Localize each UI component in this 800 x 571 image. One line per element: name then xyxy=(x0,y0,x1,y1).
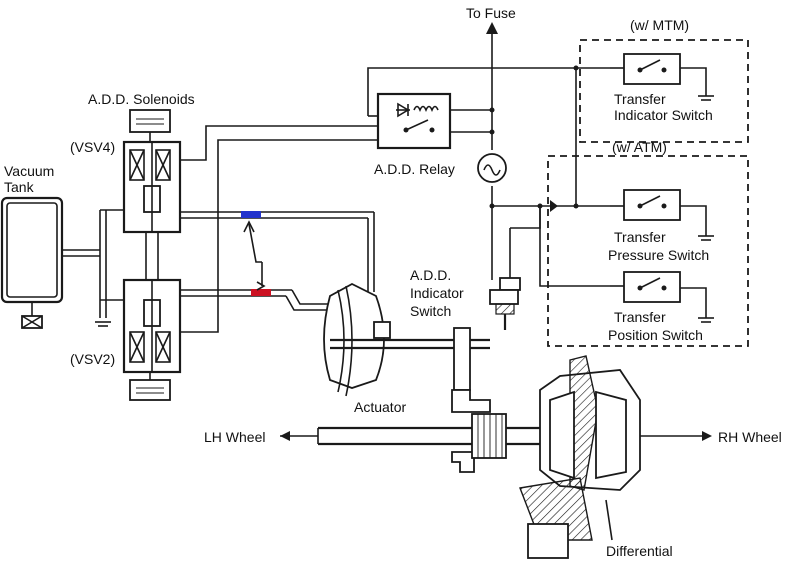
indicator-switch-label-3: Switch xyxy=(410,303,451,319)
actuator-label: Actuator xyxy=(354,399,406,415)
vacuum-tank-label-2: Tank xyxy=(4,179,35,195)
junction-dot xyxy=(489,107,495,113)
junction-dot xyxy=(489,129,495,135)
transfer-pressure-label-2: Pressure Switch xyxy=(608,247,709,263)
atm-enclosure xyxy=(547,155,749,347)
vsv4-label: (VSV4) xyxy=(70,139,115,155)
rh-wheel-label: RH Wheel xyxy=(718,429,782,445)
vacuum-hose-vsv4 xyxy=(180,211,375,292)
junction-dot xyxy=(537,203,543,209)
transfer-position-label-1: Transfer xyxy=(614,309,666,325)
diode-icon xyxy=(550,200,558,212)
indicator-switch-label-1: A.D.D. xyxy=(410,267,451,283)
shift-fork xyxy=(451,327,491,473)
to-fuse-label: To Fuse xyxy=(466,5,516,21)
lh-wheel-arrow xyxy=(280,431,318,441)
differential xyxy=(519,355,641,559)
rh-wheel-arrow xyxy=(640,431,712,441)
vsv4-port-marker xyxy=(241,211,261,218)
differential-label: Differential xyxy=(606,543,673,559)
lh-wheel-label: LH Wheel xyxy=(204,429,265,445)
switch-icon xyxy=(639,277,661,289)
vacuum-tank xyxy=(0,196,64,329)
transfer-indicator-label-2: Indicator Switch xyxy=(614,107,713,123)
junction-dot xyxy=(489,203,495,209)
mtm-enclosure xyxy=(579,39,749,143)
indicator-switch-label-2: Indicator xyxy=(410,285,464,301)
transfer-indicator-label-1: Transfer xyxy=(614,91,666,107)
vsv4-solenoid xyxy=(122,109,182,234)
vacuum-tank-label-1: Vacuum xyxy=(4,163,54,179)
vsv2-port-marker xyxy=(251,289,271,296)
switch-icon xyxy=(639,59,661,71)
vsv2-solenoid xyxy=(122,278,182,401)
lamp-icon xyxy=(477,153,507,183)
axle-shaft xyxy=(317,413,540,459)
atm-label: (w/ ATM) xyxy=(612,139,667,155)
vacuum-hose-tank xyxy=(62,209,124,327)
mtm-label: (w/ MTM) xyxy=(630,17,689,33)
coil-icon xyxy=(413,105,439,113)
port-switch-arrow xyxy=(243,220,266,291)
junction-dot xyxy=(573,65,579,71)
transfer-pressure-label-1: Transfer xyxy=(614,229,666,245)
transfer-position-label-2: Position Switch xyxy=(608,327,703,343)
switch-icon xyxy=(639,195,661,207)
relay-internals xyxy=(396,102,439,133)
add-solenoids-label: A.D.D. Solenoids xyxy=(88,91,195,107)
transfer-position-switch xyxy=(610,271,714,323)
wiring xyxy=(180,22,610,333)
vsv2-label: (VSV2) xyxy=(70,351,115,367)
actuator xyxy=(323,282,490,397)
transfer-pressure-switch xyxy=(610,189,714,241)
transfer-indicator-switch xyxy=(610,53,714,101)
add-indicator-switch xyxy=(489,277,521,330)
junction-dot xyxy=(573,203,579,209)
add-relay-label: A.D.D. Relay xyxy=(374,161,455,177)
diode-icon xyxy=(397,102,410,118)
